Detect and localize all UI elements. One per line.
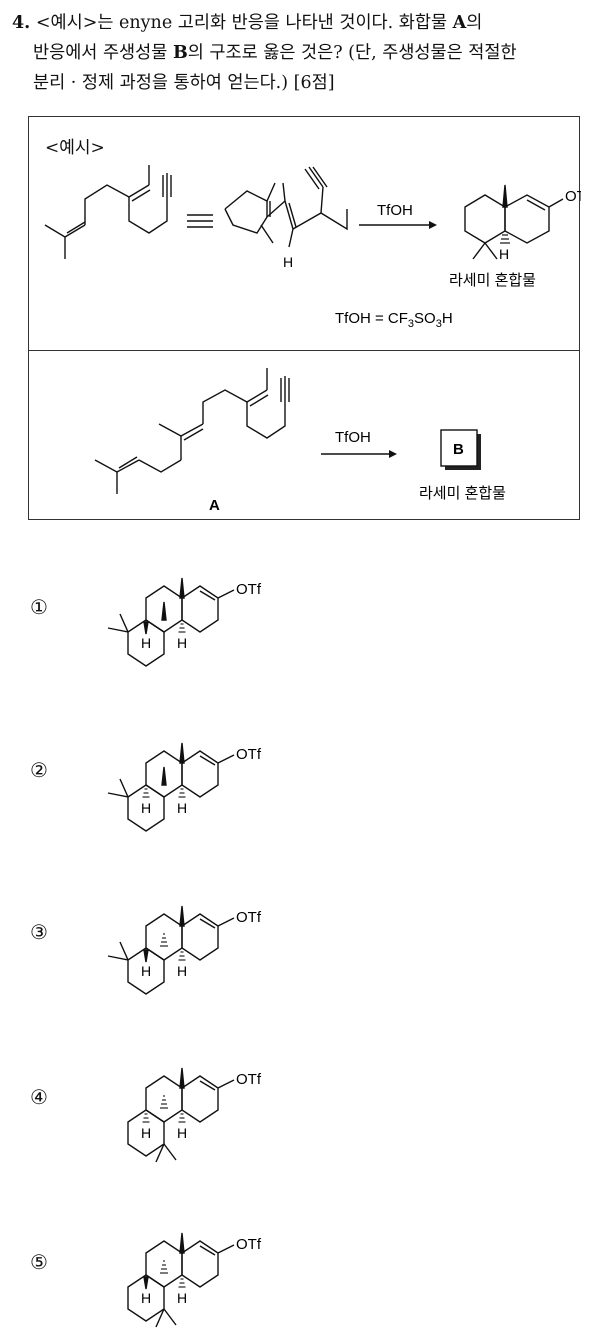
option-4-h2: H [177,1125,187,1141]
example-h-label: H [283,254,293,270]
product-b-label: B [453,441,464,458]
question-text-1a: <예시>는 enyne 고리화 반응을 나타낸 것이다. 화합물 [35,13,453,33]
option-1-otf: OTf [236,581,262,598]
compound-a-label: A [209,497,220,514]
box-divider [29,350,579,351]
option-4-otf: OTf [236,1071,262,1088]
question-text-3: 분리 · 정제 과정을 통하여 얻는다.) [6점] [33,73,335,93]
question-line-2: 반응에서 주생성물 B의 구조로 옳은 것은? (단, 주생성물은 적절한 [12,38,587,68]
option-5-label[interactable]: ⑤ [30,1250,48,1274]
compound-a-ref: A [452,13,467,33]
option-3-label[interactable]: ③ [30,920,48,944]
example-substrate-structure [44,165,172,259]
option-1-h2: H [177,635,187,651]
option-2-h2: H [177,800,187,816]
option-1-h1: H [141,635,151,651]
example-hashed-bond [500,234,510,244]
option-4-label[interactable]: ④ [30,1085,48,1109]
option-2-label[interactable]: ② [30,758,48,782]
example-product-h: H [499,246,509,262]
option-2-otf: OTf [236,746,262,763]
option-1-label[interactable]: ① [30,595,48,619]
question-number: 4. [12,13,31,33]
question-line-1: 4. <예시>는 enyne 고리화 반응을 나타낸 것이다. 화합물 A의 [12,8,587,38]
question-stem: 4. <예시>는 enyne 고리화 반응을 나타낸 것이다. 화합물 A의 반… [12,8,587,98]
product-b-box: B [440,429,481,470]
option-5-h2: H [177,1290,187,1306]
option-5-otf: OTf [236,1236,262,1253]
problem-racemic: 라세미 혼합물 [419,485,506,502]
option-4-h1: H [141,1125,151,1141]
example-product-structure [464,184,564,260]
reaction-box: <예시> [28,116,581,520]
example-reagent: TfOH [377,202,413,219]
compound-a-structure [94,368,290,494]
option-3-otf: OTf [236,909,262,926]
question-text-1c: 의 [466,13,483,33]
question-text-2a: 반응에서 주생성물 [33,43,173,63]
product-b-ref: B [172,43,188,63]
problem-scheme: A TfOH B 라세미 혼합물 [94,368,506,514]
question-text-2c: 의 구조로 옳은 것은? (단, 주생성물은 적절한 [187,43,517,63]
option-2-h1: H [141,800,151,816]
question-line-3: 분리 · 정제 과정을 통하여 얻는다.) [6점] [12,68,587,98]
option-3-h1: H [141,963,151,979]
option-3-h2: H [177,963,187,979]
example-racemic: 라세미 혼합물 [449,272,536,289]
example-otf: OTf [565,188,581,205]
example-scheme: H TfOH OTf H 라세미 혼합물 TfOH = CF3SO3H [44,165,581,330]
example-conformer-structure [224,166,348,248]
tfoh-definition: TfOH = CF3SO3H [335,310,453,330]
example-label: <예시> [45,138,105,158]
option-5-h1: H [141,1290,151,1306]
problem-reagent: TfOH [335,429,371,446]
equivalence-sign [187,214,213,228]
problem-arrowhead [389,450,397,458]
